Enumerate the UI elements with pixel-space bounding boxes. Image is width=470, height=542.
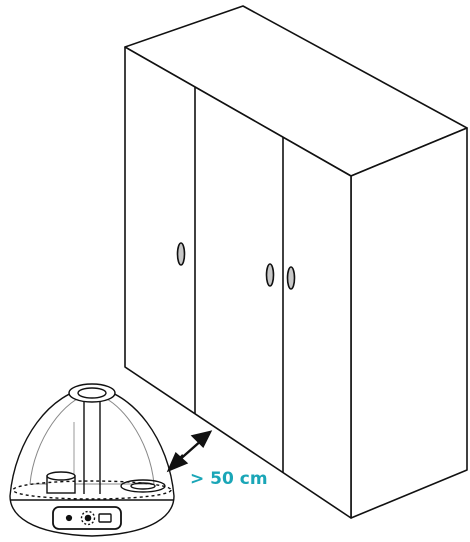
humidifier-cap-inner bbox=[77, 387, 107, 399]
humidifier-tray-inner bbox=[130, 482, 156, 490]
humidifier-display bbox=[98, 513, 112, 523]
humidifier-knob-center bbox=[84, 514, 92, 522]
humidifier-tank bbox=[29, 392, 155, 485]
door-handle-middle bbox=[265, 263, 275, 287]
wardrobe-front bbox=[124, 46, 352, 519]
arrow-head-upper bbox=[190, 430, 213, 449]
humidifier-knob bbox=[80, 510, 96, 526]
double-arrow-icon bbox=[166, 430, 213, 473]
distance-label: > 50 cm bbox=[190, 469, 268, 489]
humidifier-led bbox=[65, 514, 73, 522]
door-handle-left bbox=[176, 242, 186, 266]
humidifier-cup-top bbox=[46, 471, 76, 481]
wardrobe-side bbox=[350, 127, 468, 519]
humidifier-cap bbox=[68, 383, 116, 403]
humidifier-icon bbox=[9, 383, 175, 537]
humidifier-base-dashed bbox=[12, 480, 172, 500]
door-handle-right bbox=[286, 266, 296, 290]
humidifier-tube bbox=[83, 402, 101, 494]
wardrobe-icon bbox=[124, 5, 468, 519]
humidifier-tray bbox=[120, 479, 166, 493]
humidifier-body bbox=[9, 386, 175, 537]
